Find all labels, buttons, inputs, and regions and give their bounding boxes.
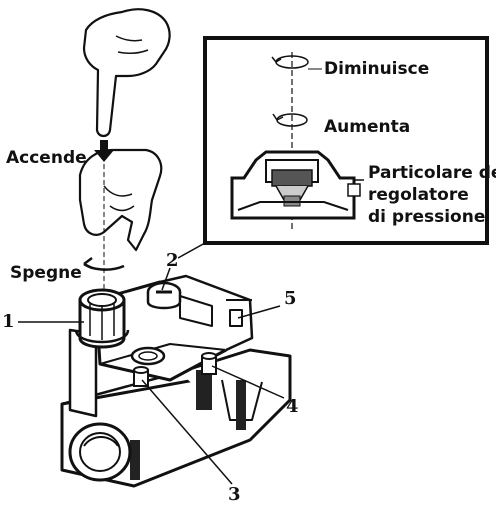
press-down-arrow-icon	[94, 140, 114, 162]
pressure-regulator-cap	[146, 281, 182, 310]
leader-detail-to-regulator	[177, 242, 206, 259]
decrease-rotation-arrow	[271, 55, 309, 69]
label-detail-line1: Particolare del	[368, 163, 496, 183]
gas-valve-body	[60, 274, 292, 488]
inlet-port	[68, 422, 132, 482]
increase-rotation-arrow	[272, 113, 308, 127]
rotate-arrow-icon	[83, 257, 125, 271]
callout-2: 2	[166, 250, 179, 271]
callout-5: 5	[284, 288, 297, 309]
outlet-test-point	[201, 352, 217, 375]
label-detail-line2: regolatore	[368, 185, 469, 205]
turning-hand-icon	[78, 148, 163, 252]
pointing-hand-icon	[82, 8, 171, 138]
label-aumenta: Aumenta	[324, 117, 410, 137]
label-diminuisce: Diminuisce	[324, 59, 429, 79]
label-detail-line3: di pressione	[368, 207, 485, 227]
regulator-housing	[230, 150, 364, 220]
callout-3: 3	[228, 484, 241, 505]
pressure-regulator-detail: Diminuisce Aumenta Particolare del regol…	[203, 36, 496, 245]
pressure-test-point	[133, 366, 149, 387]
callout-1: 1	[2, 311, 15, 332]
control-knob	[74, 288, 130, 349]
callout-leaders	[18, 267, 285, 485]
label-accende: Accende	[6, 148, 87, 168]
callout-4: 4	[286, 396, 299, 417]
label-spegne: Spegne	[10, 263, 82, 283]
